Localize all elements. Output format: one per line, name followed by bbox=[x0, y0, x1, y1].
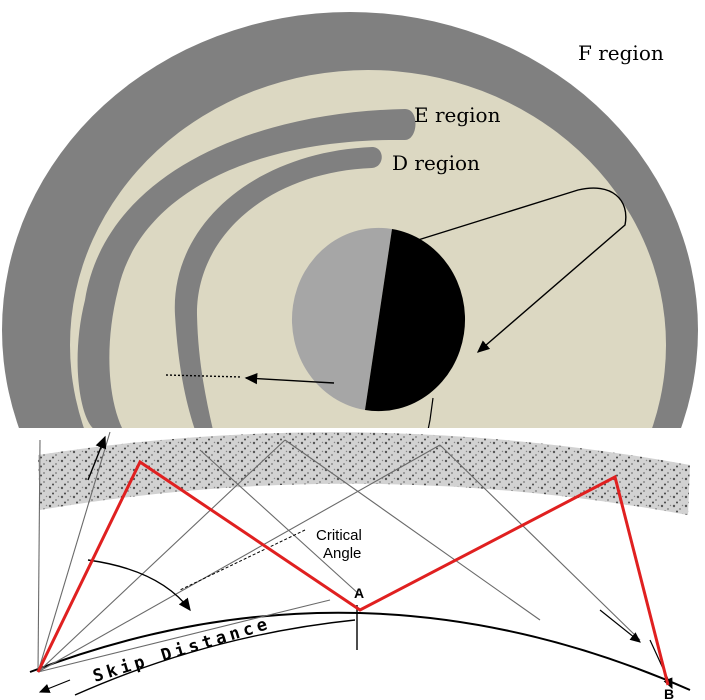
critical-label-line1: Critical bbox=[316, 527, 362, 544]
f-region-reflected-signal bbox=[417, 187, 627, 353]
point-a-label: A bbox=[354, 585, 364, 601]
bottom-panel: Critical Angle Skip Distance A B bbox=[0, 428, 705, 700]
earth bbox=[291, 227, 466, 412]
down-arrow-right bbox=[599, 609, 641, 643]
e-region-layer bbox=[77, 109, 416, 428]
ray-5 bbox=[199, 449, 361, 596]
d-region-absorbed-signal-dotted bbox=[165, 374, 243, 378]
skip-start-arrow bbox=[38, 679, 71, 693]
ray-3-return bbox=[439, 444, 641, 641]
point-b-label: B bbox=[664, 686, 674, 700]
d-region-layer bbox=[174, 147, 382, 428]
earth-surface-arc bbox=[29, 611, 691, 691]
earth-night-side bbox=[365, 229, 466, 412]
top-panel: F region E region D region bbox=[2, 12, 698, 428]
ray-vertical bbox=[37, 439, 41, 673]
ground-tick bbox=[427, 397, 434, 428]
down-arrow-right-2 bbox=[649, 639, 673, 690]
ionosphere-band bbox=[38, 432, 690, 515]
red-skywave-path bbox=[36, 459, 670, 686]
e-region-label: E region bbox=[414, 103, 501, 127]
earth-day-side bbox=[291, 227, 392, 410]
ray-escaping bbox=[37, 431, 111, 673]
f-region-label: F region bbox=[578, 41, 664, 65]
d-region-absorbed-signal bbox=[244, 373, 335, 385]
ray-3 bbox=[37, 444, 441, 673]
skip-distance-arc bbox=[74, 619, 356, 696]
ray-2 bbox=[37, 439, 286, 673]
critical-angle-arc bbox=[87, 559, 191, 612]
skywave-rays bbox=[37, 431, 641, 673]
critical-angle-leader bbox=[179, 529, 306, 591]
d-region-label: D region bbox=[392, 151, 480, 175]
critical-label-line2: Angle bbox=[323, 545, 361, 562]
up-arrow-left bbox=[87, 435, 107, 481]
ray-4 bbox=[37, 599, 331, 673]
ray-2-return bbox=[284, 439, 541, 621]
